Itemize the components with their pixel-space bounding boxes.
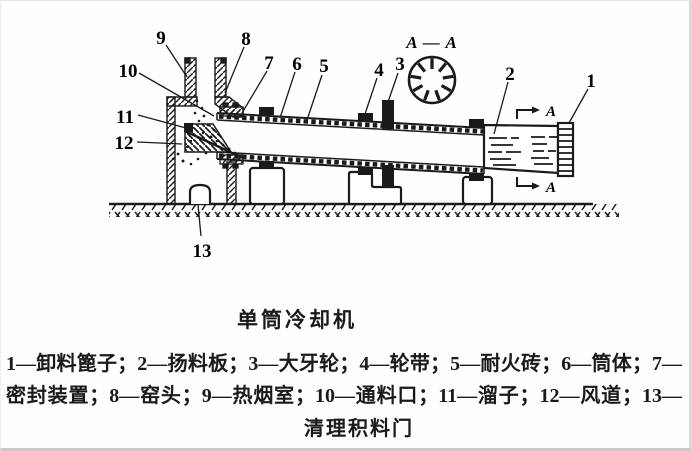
discharge-housing xyxy=(482,123,560,175)
legend-line-3: 清理积料门 xyxy=(304,418,414,440)
callout-1: 1 xyxy=(586,71,596,92)
cleaning-door-arch xyxy=(188,183,212,204)
legend-line-2: 密封装置；8—窑头；9—热烟室；10—通料口；11—溜子；12—风道；13— xyxy=(6,385,682,407)
callout-4: 4 xyxy=(374,60,384,81)
legend-line-1: 1—卸料篦子；2—扬料板；3—大牙轮；4—轮带；5—耐火砖；6—筒体；7— xyxy=(6,353,682,375)
kiln-head-wall-left xyxy=(184,57,197,98)
section-marker-bottom: A xyxy=(545,180,556,196)
seal-assembly xyxy=(219,102,244,169)
cooler-technical-diagram: A — A A A 1 2 xyxy=(109,28,619,262)
pier-middle-stepped xyxy=(347,170,403,206)
cylinder-shell xyxy=(216,112,485,175)
pier-right xyxy=(461,175,494,206)
support-piers xyxy=(248,166,494,206)
callout-9: 9 xyxy=(156,28,166,49)
kiln-head-tip-right xyxy=(220,57,227,64)
big-gear-ring xyxy=(382,100,394,188)
lifting-plates xyxy=(488,136,557,166)
callout-10: 10 xyxy=(119,61,138,82)
ground-hatching xyxy=(109,202,619,217)
callout-13: 13 xyxy=(193,241,212,262)
callout-11: 11 xyxy=(116,107,134,128)
callout-12: 12 xyxy=(115,133,134,154)
chamber-left-wall xyxy=(166,96,176,205)
leader-lines xyxy=(136,44,589,237)
kiln-head-wall-right xyxy=(214,57,227,98)
brick-lining-bottom xyxy=(218,153,484,173)
discharge-grate xyxy=(556,121,575,178)
callout-7: 7 xyxy=(264,53,274,74)
kiln-head-tip-left xyxy=(184,57,191,64)
callout-numbers: 1 2 3 4 5 6 7 8 9 10 11 12 13 xyxy=(115,28,596,262)
riding-rings xyxy=(259,107,484,181)
callout-5: 5 xyxy=(319,56,329,77)
callout-2: 2 xyxy=(505,64,515,85)
figure-title: 单筒冷却机 xyxy=(237,308,357,332)
callout-8: 8 xyxy=(241,29,251,50)
section-cut-markers: A A xyxy=(516,104,556,196)
brick-lining-top xyxy=(218,114,484,134)
callout-3: 3 xyxy=(395,54,405,75)
section-view-gear xyxy=(407,55,457,105)
pier-left xyxy=(248,166,286,206)
section-marker-top: A xyxy=(545,104,556,120)
section-view-title: A — A xyxy=(405,33,458,52)
callout-6: 6 xyxy=(292,54,302,75)
